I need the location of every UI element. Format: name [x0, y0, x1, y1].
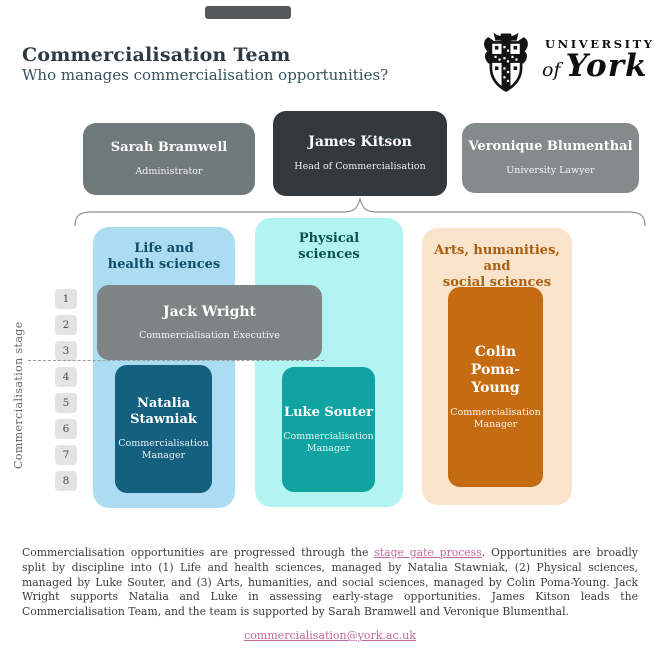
person-name: James Kitson	[308, 134, 412, 150]
person-card-james-kitson: James Kitson Head of Commercialisation	[273, 111, 447, 196]
stage-axis-label: Commercialisation stage	[12, 321, 25, 469]
email-row: commercialisation@york.ac.uk	[0, 629, 660, 642]
person-name: Jack Wright	[162, 303, 257, 320]
stage-chip-2: 2	[55, 315, 77, 335]
column-title-line1: Arts, humanities, and	[434, 243, 560, 274]
column-title-line2: health sciences	[107, 257, 221, 272]
york-crest-icon	[484, 32, 528, 92]
footer-text-before-link: Commercialisation opportunities are prog…	[22, 546, 375, 559]
stage-chip-5: 5	[55, 393, 77, 413]
column-title-line1: Physical	[298, 231, 360, 246]
university-of-york-logo: UNIVERSITY of York	[478, 28, 652, 94]
person-card-veronique-blumenthal: Veronique Blumenthal University Lawyer	[462, 123, 639, 193]
stage-chip-8: 8	[55, 471, 77, 491]
stage-chip-7: 7	[55, 445, 77, 465]
logo-of-york-text: of York	[542, 48, 648, 84]
person-card-luke-souter: Luke Souter Commercialisation Manager	[282, 367, 375, 492]
stage-chip-3: 3	[55, 341, 77, 361]
email-link[interactable]: commercialisation@york.ac.uk	[244, 629, 416, 642]
person-name: Luke Souter	[283, 404, 374, 420]
person-role: University Lawyer	[506, 165, 595, 176]
person-card-natalia-stawniak: Natalia Stawniak Commercialisation Manag…	[115, 365, 212, 493]
stage-gate-process-link[interactable]: stage gate process	[374, 546, 482, 559]
footer-text-after-link: . Opportunities are broadly split by dis…	[22, 546, 638, 619]
window-pill	[205, 6, 291, 19]
stage-chip-1: 1	[55, 289, 77, 309]
brace-connector	[74, 196, 646, 227]
person-role: Head of Commercialisation	[294, 161, 426, 172]
column-title-line2: social sciences	[442, 275, 552, 290]
person-card-colin-poma-young: Colin Poma-Young Commercialisation Manag…	[448, 287, 543, 487]
person-role: Commercialisation Executive	[139, 329, 280, 341]
person-role: Commercialisation Manager	[450, 407, 541, 430]
page-title: Commercialisation Team	[22, 44, 291, 66]
stage-chip-4: 4	[55, 367, 77, 387]
column-title-line1: Life and	[134, 241, 194, 256]
footer-paragraph: Commercialisation opportunities are prog…	[22, 546, 638, 620]
page-subtitle: Who manages commercialisation opportunit…	[22, 66, 389, 84]
person-card-sarah-bramwell: Sarah Bramwell Administrator	[83, 123, 255, 195]
person-name: Sarah Bramwell	[110, 140, 228, 155]
person-name: Veronique Blumenthal	[468, 139, 633, 154]
person-name: Natalia Stawniak	[130, 396, 197, 427]
logo-of: of	[542, 59, 561, 81]
logo-university-text: UNIVERSITY	[545, 37, 655, 51]
person-role: Administrator	[135, 166, 203, 177]
logo-york: York	[565, 48, 648, 84]
stage-chip-6: 6	[55, 419, 77, 439]
column-title-line2: sciences	[298, 247, 360, 262]
person-name: Colin Poma-Young	[470, 344, 521, 396]
person-card-jack-wright: Jack Wright Commercialisation Executive	[97, 285, 322, 360]
person-role: Commercialisation Manager	[283, 430, 374, 454]
stage-3-4-divider-line	[28, 360, 324, 361]
person-role: Commercialisation Manager	[118, 438, 209, 461]
